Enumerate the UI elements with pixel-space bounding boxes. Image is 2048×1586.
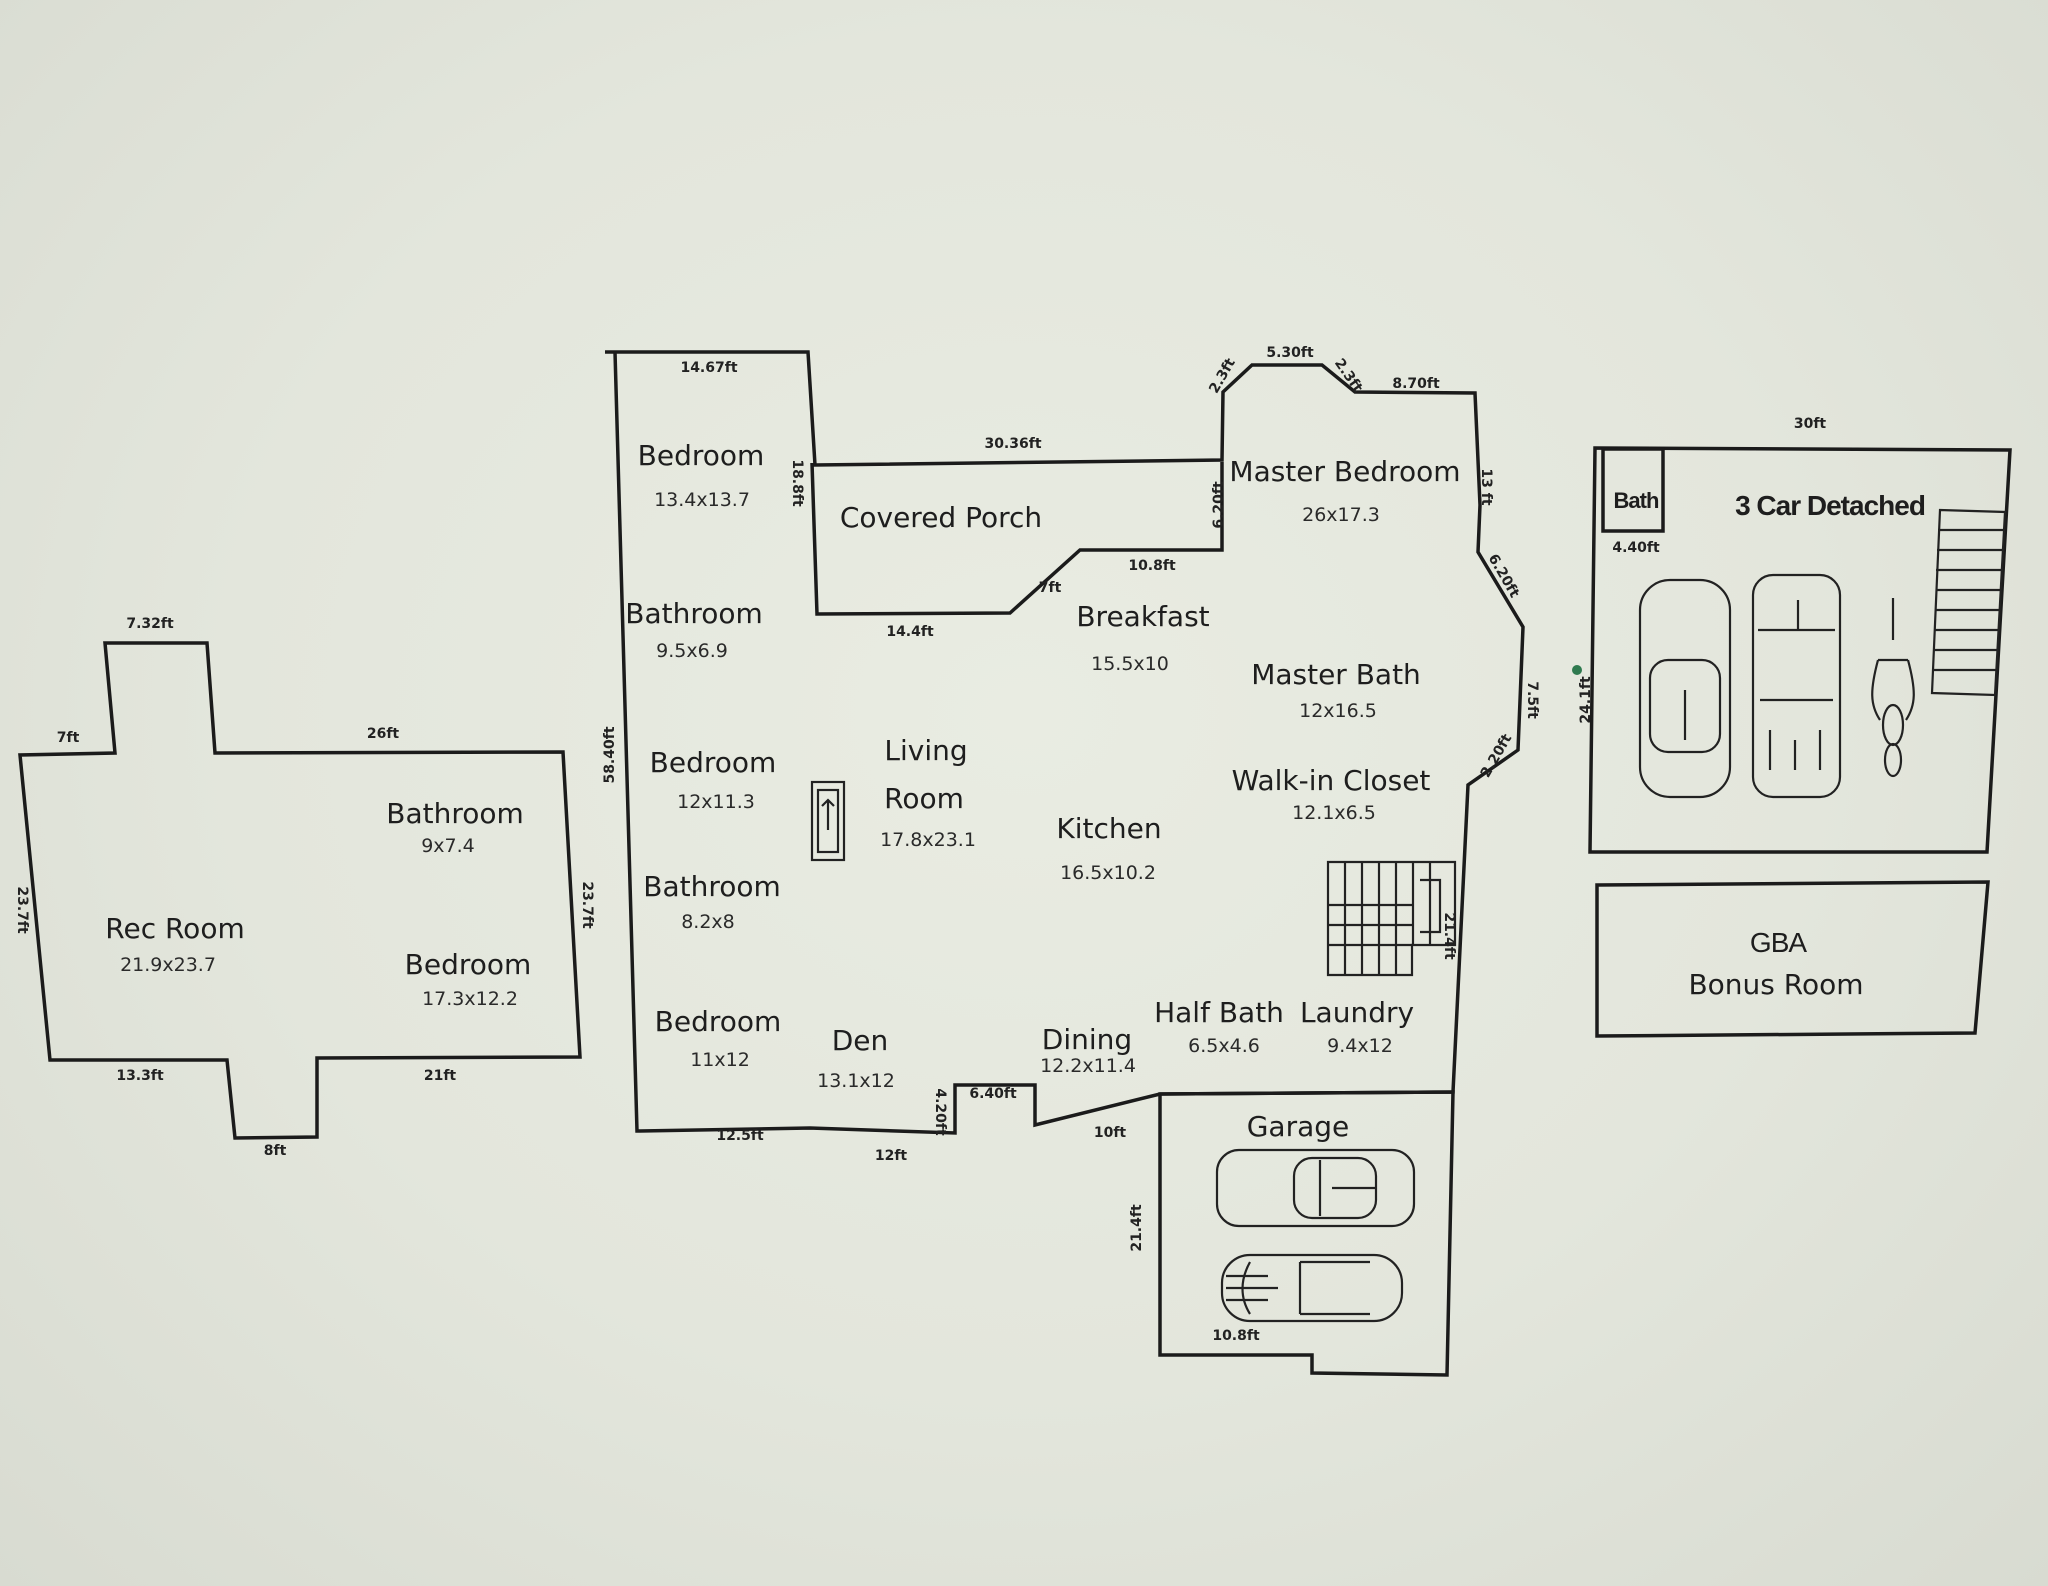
bedroom-2-label: Bedroom <box>650 746 777 779</box>
dim-label: 5.30ft <box>1266 345 1314 361</box>
dim-label: 10ft <box>1094 1125 1127 1141</box>
living-room-label-2: Room <box>884 782 964 815</box>
lower-bedroom-label: Bedroom <box>405 948 532 981</box>
den-label: Den <box>832 1024 889 1057</box>
garage-label: Garage <box>1247 1110 1350 1143</box>
dining-dims: 12.2x11.4 <box>1040 1055 1136 1077</box>
dining-label: Dining <box>1042 1023 1132 1056</box>
dim-label: 8.70ft <box>1392 376 1440 392</box>
dim-label: 4.20ft <box>932 1088 948 1136</box>
detached-bath-label: Bath <box>1614 488 1659 513</box>
dim-label: 30.36ft <box>984 436 1041 452</box>
dim-label: 6.40ft <box>969 1086 1017 1102</box>
dim-label: 21ft <box>424 1068 457 1084</box>
dim-label: 21.4ft <box>1129 1204 1145 1252</box>
car-icon <box>1220 1253 1404 1323</box>
dim-label: 12ft <box>875 1148 908 1164</box>
dim-label: 23.7ft <box>14 886 30 934</box>
living-room-label: Living <box>884 734 967 767</box>
master-bedroom-dims: 26x17.3 <box>1302 504 1380 526</box>
garage-outline <box>1158 1090 1455 1377</box>
detached-garage: Bath 3 Car Detached 30ft 24.1ft 4.40ft <box>1572 416 2012 854</box>
breakfast-label: Breakfast <box>1076 600 1209 633</box>
car-icon <box>1215 1148 1416 1228</box>
bathroom-1-label: Bathroom <box>625 597 763 630</box>
dim-label: 30ft <box>1794 416 1827 432</box>
kitchen-dims: 16.5x10.2 <box>1060 862 1156 884</box>
walk-in-closet-label: Walk-in Closet <box>1232 764 1431 797</box>
lower-bedroom-dims: 17.3x12.2 <box>422 988 518 1010</box>
breakfast-dims: 15.5x10 <box>1091 653 1169 675</box>
detached-garage-outline <box>1588 446 2012 854</box>
dim-label: 18.8ft <box>789 459 805 507</box>
kitchen-label: Kitchen <box>1056 812 1161 845</box>
den-dims: 13.1x12 <box>817 1070 895 1092</box>
walk-in-closet-dims: 12.1x6.5 <box>1292 802 1376 824</box>
detached-bath-outline <box>1601 447 1665 533</box>
covered-porch-outline <box>810 462 1224 616</box>
dim-label: 14.4ft <box>886 624 934 640</box>
dim-label: 4.40ft <box>1612 540 1660 556</box>
half-bath-dims: 6.5x4.6 <box>1188 1035 1260 1057</box>
bedroom-2-dims: 12x11.3 <box>677 791 755 813</box>
bathroom-2-label: Bathroom <box>643 870 781 903</box>
bathroom-1-dims: 9.5x6.9 <box>656 640 728 662</box>
half-bath-label: Half Bath <box>1154 996 1284 1029</box>
dim-label: 10.8ft <box>1212 1328 1260 1344</box>
bonus-room: GBA Bonus Room <box>1595 880 1990 1038</box>
bedroom-3-dims: 11x12 <box>690 1049 750 1071</box>
gba-label: GBA <box>1750 927 1807 958</box>
marker-dot <box>1572 665 1582 675</box>
attached-garage: Garage 21.4ft 10.8ft <box>1129 1090 1455 1377</box>
dim-label: 2.3ft <box>1206 355 1239 396</box>
rec-room-dims: 21.9x23.7 <box>120 954 216 976</box>
covered-porch-label: Covered Porch <box>840 501 1042 534</box>
bonus-room-outline <box>1595 880 1990 1038</box>
dim-label: 24.1ft <box>1578 676 1594 724</box>
dim-label: 23.7ft <box>579 881 595 929</box>
bathroom-2-dims: 8.2x8 <box>681 911 735 933</box>
dim-label: 7ft <box>1039 580 1062 596</box>
bicycle-icon <box>1871 598 1915 778</box>
detached-stairs <box>1930 508 2007 697</box>
dim-label: 7ft <box>57 730 80 746</box>
dim-label: 7.5ft <box>1524 681 1540 719</box>
master-bedroom-label: Master Bedroom <box>1229 455 1460 488</box>
rec-room-label: Rec Room <box>105 912 244 945</box>
car-icon <box>1638 578 1732 799</box>
dim-label: 10.8ft <box>1128 558 1176 574</box>
lower-bathroom-dims: 9x7.4 <box>421 835 475 857</box>
dim-label: 14.67ft <box>680 360 737 376</box>
fireplace-icon <box>810 780 846 862</box>
bedroom-1-dims: 13.4x13.7 <box>654 489 750 511</box>
dim-label: 13 ft <box>1478 468 1494 505</box>
dim-label: 7.32ft <box>126 616 174 632</box>
main-level-outline <box>605 350 1525 1135</box>
bonus-room-label: Bonus Room <box>1688 968 1863 1001</box>
dim-label: 6.20ft <box>1211 481 1227 529</box>
laundry-label: Laundry <box>1300 996 1414 1029</box>
bedroom-3-label: Bedroom <box>655 1005 782 1038</box>
dim-label: 12.5ft <box>716 1128 764 1144</box>
living-room-dims: 17.8x23.1 <box>880 829 976 851</box>
dim-label: 26ft <box>367 726 400 742</box>
master-bath-dims: 12x16.5 <box>1299 700 1377 722</box>
detached-garage-label: 3 Car Detached <box>1735 490 1925 521</box>
dim-label: 21.4ft <box>1441 912 1457 960</box>
lower-level-outline <box>18 641 582 1140</box>
main-level: Bedroom 13.4x13.7 Covered Porch Bathroom… <box>602 345 1540 1164</box>
dim-label: 8ft <box>264 1143 287 1159</box>
lower-bathroom-label: Bathroom <box>386 797 524 830</box>
bedroom-1-label: Bedroom <box>638 439 765 472</box>
master-bath-label: Master Bath <box>1251 658 1421 691</box>
lower-level: Rec Room 21.9x23.7 Bathroom 9x7.4 Bedroo… <box>14 616 595 1159</box>
laundry-dims: 9.4x12 <box>1327 1035 1393 1057</box>
main-stairs <box>1326 860 1457 977</box>
truck-icon <box>1751 573 1842 799</box>
dim-label: 58.40ft <box>602 726 618 783</box>
dim-label: 13.3ft <box>116 1068 164 1084</box>
